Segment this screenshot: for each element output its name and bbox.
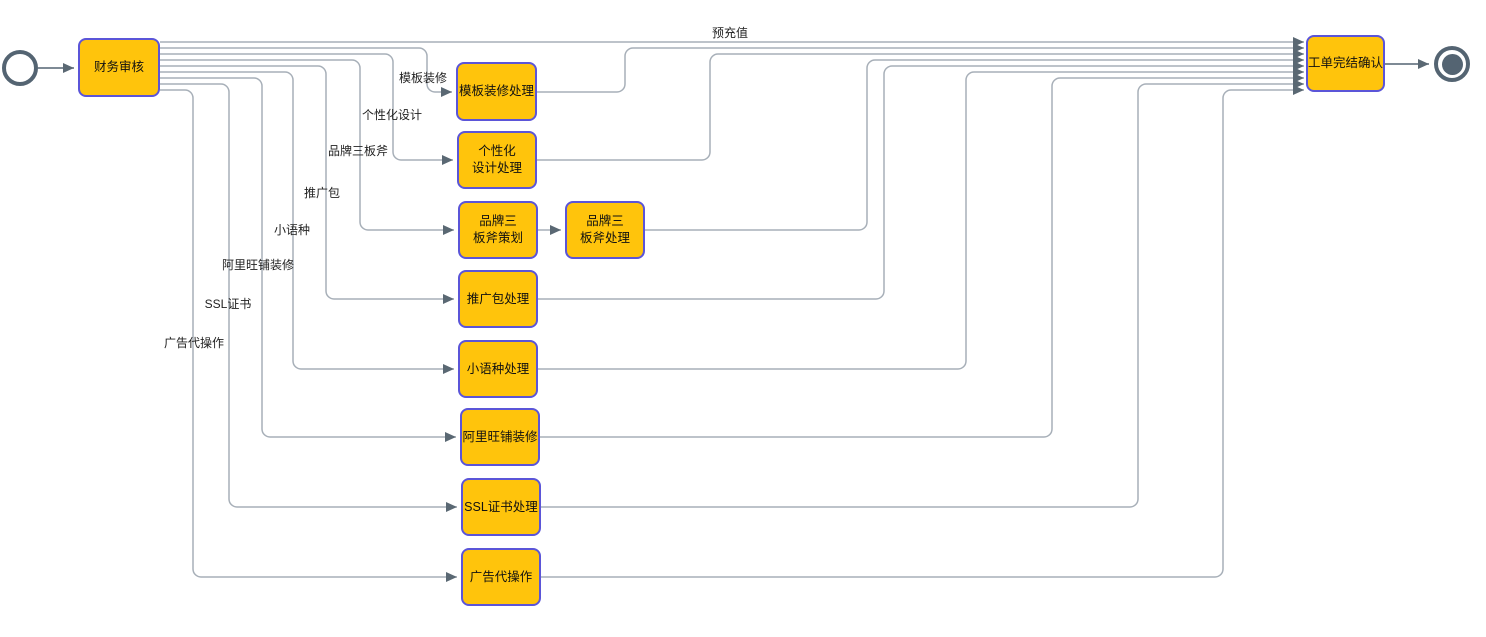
edge-branch-personalized xyxy=(160,53,453,165)
edge-return-promo xyxy=(538,61,1304,300)
node-promo-processing[interactable]: 推广包处理 xyxy=(458,270,538,328)
edge-return-personalized xyxy=(537,49,1304,161)
node-template-processing[interactable]: 模板装修处理 xyxy=(456,62,537,121)
end-event[interactable] xyxy=(1434,46,1470,82)
node-brand-planning[interactable]: 品牌三 板斧策划 xyxy=(458,201,538,259)
start-event[interactable] xyxy=(2,50,38,86)
edge-branch-minor-language xyxy=(160,71,454,374)
node-ad-agent-operation[interactable]: 广告代操作 xyxy=(461,548,541,606)
edge-return-wangpu xyxy=(540,73,1304,438)
edge-branch-template xyxy=(160,47,452,97)
edge-branch-promo xyxy=(160,65,454,304)
edge-return-ad xyxy=(541,85,1304,578)
node-minor-language-processing[interactable]: 小语种处理 xyxy=(458,340,538,398)
edge-label-minor-language: 小语种 xyxy=(273,223,311,237)
edge-label-brand: 品牌三板斧 xyxy=(327,144,389,158)
edge-label-personalized: 个性化设计 xyxy=(361,108,423,122)
edge-return-minor-language xyxy=(538,67,1304,370)
edge-label-wangpu: 阿里旺铺装修 xyxy=(221,258,295,272)
node-personalized-processing[interactable]: 个性化 设计处理 xyxy=(457,131,537,189)
end-event-inner-circle xyxy=(1441,53,1463,75)
node-finance-review[interactable]: 财务审核 xyxy=(78,38,160,97)
edge-return-brand xyxy=(645,55,1304,231)
edge-return-template xyxy=(537,43,1304,93)
edge-label-template: 模板装修 xyxy=(398,71,448,85)
node-ssl-processing[interactable]: SSL证书处理 xyxy=(461,478,541,536)
edge-return-ssl xyxy=(541,79,1304,508)
edge-label-prepaid: 预充值 xyxy=(711,26,749,40)
edge-label-ad: 广告代操作 xyxy=(163,336,225,350)
node-brand-processing[interactable]: 品牌三 板斧处理 xyxy=(565,201,645,259)
edge-label-ssl: SSL证书 xyxy=(204,297,252,311)
edge-branch-wangpu xyxy=(160,77,456,442)
node-wangpu-decoration[interactable]: 阿里旺铺装修 xyxy=(460,408,540,466)
edge-label-promo: 推广包 xyxy=(303,186,341,200)
node-order-completion[interactable]: 工单完结确认 xyxy=(1306,35,1385,92)
edge-branch-ssl xyxy=(160,83,457,512)
edge-branch-brand xyxy=(160,59,454,235)
edge-branch-ad xyxy=(160,89,457,582)
